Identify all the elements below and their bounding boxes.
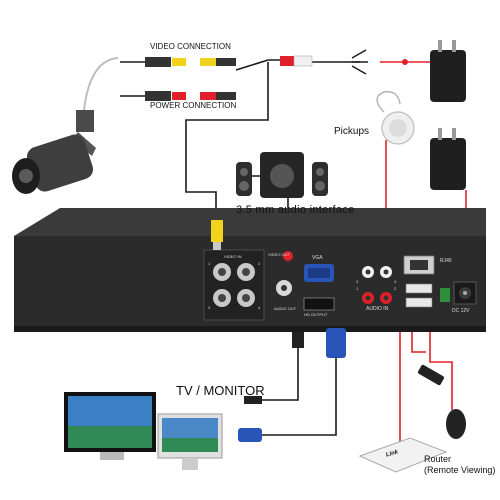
power-adapter-top: [430, 40, 466, 102]
panel-audio-in-label: AUDIO IN: [366, 306, 389, 312]
video-port-number-2: 2: [258, 261, 261, 266]
monitors: [64, 392, 223, 470]
router-label-line2: (Remote Viewing): [424, 465, 496, 475]
panel-dc-label: DC 12V: [452, 308, 470, 314]
hdmi-plug: [292, 332, 304, 348]
power-adapter-bottom: [430, 128, 466, 190]
video-connection-label: VIDEO CONNECTION: [150, 42, 231, 51]
bnc-to-rca-cable: [235, 59, 280, 71]
power-splitter: [280, 49, 408, 75]
monitor-cable-plugs: [238, 396, 262, 442]
video-out-port: [276, 251, 293, 296]
panel-rj45-label: RJ45: [440, 258, 452, 264]
audio-in-ports: [362, 266, 392, 304]
vga-plug: [326, 328, 346, 358]
video-port-number-1: 1: [208, 261, 211, 266]
hdmi-cable: [262, 325, 299, 401]
rj45-port: [403, 255, 435, 275]
camera-connectors: [145, 57, 236, 101]
power-connection-label: POWER CONNECTION: [150, 101, 237, 110]
audio-port-number-2: 2: [394, 286, 397, 291]
video-in-ports: [203, 249, 265, 321]
audio-port-number-4: 4: [394, 279, 397, 284]
dc-power-jack: [440, 281, 477, 305]
panel-video-in-label: VIDEO IN: [224, 254, 242, 259]
bullet-camera: [12, 57, 119, 194]
mouse: [446, 409, 466, 439]
vga-port: [304, 264, 334, 282]
bnc-plug: [211, 220, 223, 250]
panel-audio-out-label: AUDIO OUT: [274, 306, 297, 311]
video-port-number-4: 4: [258, 305, 261, 310]
usb-flash-drive: [417, 364, 445, 386]
panel-hd-output-label: HD OUTPUT: [304, 312, 328, 317]
router-label-line1: Router: [424, 454, 452, 464]
usb-ports: [405, 283, 433, 308]
video-feed-cable: [185, 62, 269, 222]
tv-monitor-label: TV / MONITOR: [176, 383, 265, 398]
video-port-number-3: 3: [208, 305, 211, 310]
pickups-label: Pickups: [334, 126, 370, 137]
speakers: [236, 152, 328, 198]
hdmi-port: [303, 297, 335, 311]
router: [358, 437, 448, 473]
vga-cable: [262, 325, 337, 436]
audio-interface-label: 3.5 mm audio interface: [236, 204, 355, 216]
audio-port-number-3: 3: [356, 279, 359, 284]
panel-vga-label: VGA: [312, 255, 323, 261]
pickup-microphone: [376, 91, 415, 145]
audio-port-number-1: 1: [356, 286, 359, 291]
panel-video-out-label: VIDEO OUT: [268, 252, 291, 257]
